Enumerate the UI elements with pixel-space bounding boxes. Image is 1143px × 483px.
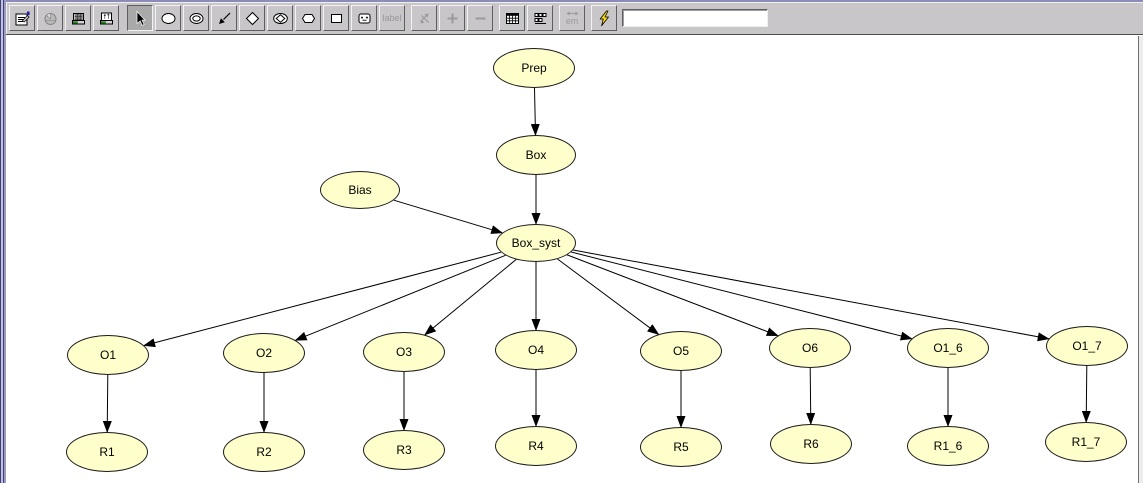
node-R2[interactable]: R2 [223,432,305,472]
node-O6[interactable]: O6 [769,328,851,368]
print-button[interactable] [65,5,91,31]
states-node-icon [358,13,370,23]
node-label: R2 [256,445,272,459]
node-label: O1_7 [1072,339,1102,353]
select-arrow-icon [136,10,146,26]
link-tool-button[interactable] [211,5,237,31]
double-ellipse-icon [189,12,203,24]
hexagon-node-tool-button[interactable] [295,5,321,31]
decision-node-tool-button[interactable] [239,5,265,31]
print-icon [71,12,85,24]
toolbar-group-run [591,5,617,31]
node-O4[interactable]: O4 [495,330,577,370]
node-label: O1_6 [933,341,963,355]
em-width-button: em [559,5,585,31]
node-label: O3 [395,345,412,359]
hexagon-icon [301,13,315,23]
toolbar-group-tables [499,5,553,31]
swap-arcs-button [411,5,437,31]
ellipse-diamond-tool-button[interactable] [267,5,293,31]
layout-blocks-icon [534,12,546,24]
node-Box[interactable]: Box [496,135,576,175]
print-preview-button[interactable] [93,5,119,31]
canvas-right-border [1138,36,1139,483]
globe-icon [44,12,56,25]
node-Prep[interactable]: Prep [493,48,575,88]
node-Box_syst[interactable]: Box_syst [496,224,576,262]
plus-icon [447,13,457,23]
window-top-accent [0,0,1143,2]
label-tool-label: label [382,12,402,23]
node-R6[interactable]: R6 [770,424,852,464]
swap-arrows-icon [419,13,429,23]
diamond-icon [245,11,259,25]
properties-button[interactable] [9,5,35,31]
node-label: R5 [673,440,689,454]
node-R3[interactable]: R3 [363,430,445,470]
node-O1[interactable]: O1 [67,335,149,375]
node-label: R1_6 [933,439,963,453]
node-label: O2 [255,346,272,360]
node-R1_6[interactable]: R1_6 [907,426,989,466]
states-node-tool-button[interactable] [351,5,377,31]
node-label: R1 [99,445,115,459]
node-label: Bias [348,183,372,197]
toolbar-group-zoom [411,5,493,31]
node-label: O4 [527,343,544,357]
layout-table-button[interactable] [527,5,553,31]
node-O5[interactable]: O5 [640,331,722,371]
node-label: R4 [528,439,544,453]
label-tool-button: label [379,5,405,31]
node-Bias[interactable]: Bias [320,171,400,209]
diagram-canvas[interactable] [6,36,1138,483]
node-label: R3 [396,443,412,457]
lightning-icon [599,10,609,26]
node-R1_7[interactable]: R1_7 [1045,422,1127,462]
observed-node-tool-button[interactable] [183,5,209,31]
table-icon [505,12,519,24]
node-O1_7[interactable]: O1_7 [1046,326,1128,366]
em-width-label: em [565,16,579,26]
node-label: R6 [803,437,819,451]
node-label: Prep [521,61,547,75]
node-O2[interactable]: O2 [223,333,305,373]
window-left-frame [0,0,6,483]
em-arrow-icon [566,11,578,16]
ellipse-diamond-icon [272,12,288,24]
print-preview-icon [99,12,113,24]
node-O3[interactable]: O3 [363,332,445,372]
properties-icon [15,11,30,25]
run-inference-button[interactable] [591,5,617,31]
chance-node-tool-button[interactable] [155,5,181,31]
node-label: R1_7 [1071,435,1101,449]
node-R5[interactable]: R5 [640,427,722,467]
rectangle-icon [330,13,342,23]
node-label: O6 [801,341,818,355]
node-R1[interactable]: R1 [66,432,148,472]
zoom-out-button [467,5,493,31]
table-button[interactable] [499,5,525,31]
node-O1_6[interactable]: O1_6 [907,328,989,368]
command-input[interactable] [622,9,768,27]
toolbar-group-tools: label [127,5,405,31]
ellipse-icon [161,12,175,24]
link-arrow-icon [218,12,230,24]
minus-icon [475,17,485,19]
select-tool-button[interactable] [127,5,153,31]
node-label: O5 [672,344,689,358]
node-label: Box [525,148,547,162]
canvas-right-margin [1139,36,1143,483]
node-R4[interactable]: R4 [495,426,577,466]
toolbar: label em [6,2,1143,35]
toolbar-group-file [9,5,119,31]
toolbar-group-em: em [559,5,585,31]
globe-button [37,5,63,31]
node-label: O1 [99,348,116,362]
zoom-in-button [439,5,465,31]
rectangle-node-tool-button[interactable] [323,5,349,31]
node-label: Box_syst [511,236,561,250]
